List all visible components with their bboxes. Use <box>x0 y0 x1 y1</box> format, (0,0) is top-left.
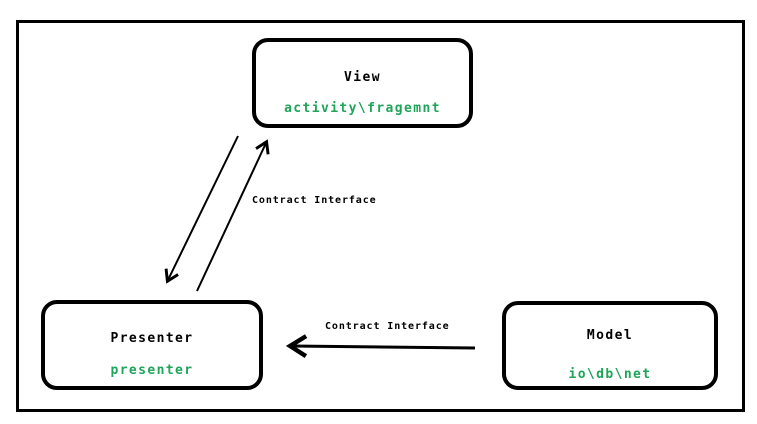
edge-view-to-presenter-arrow <box>168 135 239 280</box>
node-presenter: Presenter presenter <box>41 300 263 390</box>
edge-label-contract-interface-top: Contract Interface <box>252 195 377 206</box>
node-presenter-title: Presenter <box>110 331 194 346</box>
edge-presenter-to-view-arrow <box>196 143 266 292</box>
node-model-subtitle: io\db\net <box>568 367 652 382</box>
edge-model-to-presenter-arrow <box>292 346 476 348</box>
node-model: Model io\db\net <box>502 301 718 390</box>
diagram-border <box>16 20 745 412</box>
node-view: View activity\fragemnt <box>252 38 473 128</box>
node-model-title: Model <box>586 328 634 343</box>
node-view-title: View <box>344 70 381 85</box>
node-presenter-subtitle: presenter <box>110 363 194 378</box>
edge-label-contract-interface-side: Contract Interface <box>325 321 450 332</box>
node-view-subtitle: activity\fragemnt <box>284 101 441 116</box>
